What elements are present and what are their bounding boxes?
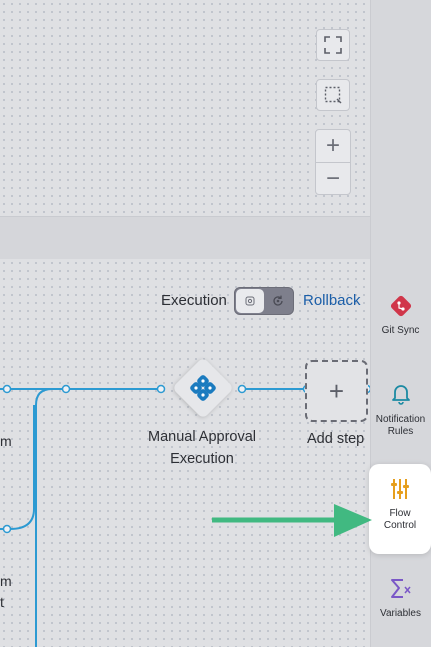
minus-icon: − bbox=[325, 165, 340, 192]
pipeline-canvas-top[interactable] bbox=[0, 0, 370, 216]
rail-item-label: Git Sync bbox=[381, 325, 420, 336]
port-lower bbox=[2, 524, 12, 534]
port-left bbox=[2, 384, 12, 394]
zoom-out-button[interactable]: − bbox=[316, 162, 350, 195]
port-approval-out bbox=[237, 384, 247, 394]
step-name-line1: Manual Approval bbox=[147, 429, 256, 445]
toggle-knob bbox=[236, 289, 264, 313]
zoom-in-button[interactable]: + bbox=[316, 130, 350, 162]
sliders-icon bbox=[391, 479, 409, 499]
plus-icon: + bbox=[328, 376, 345, 406]
bell-icon bbox=[391, 385, 410, 405]
rail-item-flow-control[interactable]: Flow Control bbox=[369, 464, 431, 554]
fullscreen-icon bbox=[324, 36, 342, 54]
select-area-button[interactable] bbox=[316, 79, 350, 111]
add-step-button[interactable]: + bbox=[305, 360, 368, 422]
port-approval-in bbox=[156, 384, 166, 394]
port-branch bbox=[61, 384, 71, 394]
step-name-line2: Execution bbox=[170, 451, 234, 467]
pointer-arrow bbox=[212, 504, 372, 537]
rail-item-label: Control bbox=[383, 520, 417, 531]
cut-off-label: t bbox=[0, 594, 4, 610]
cut-off-label: m bbox=[0, 433, 12, 449]
add-step-label: Add step bbox=[307, 431, 365, 447]
rail-item-notification-rules[interactable]: Notification Rules bbox=[370, 382, 431, 438]
panel-divider[interactable] bbox=[0, 216, 370, 259]
rail-item-label: Notification bbox=[375, 414, 426, 425]
connector-lower bbox=[0, 405, 35, 530]
manual-approval-step[interactable] bbox=[171, 356, 235, 420]
git-sync-icon bbox=[390, 295, 411, 317]
cut-off-label: m bbox=[0, 573, 12, 589]
pipeline-canvas-bottom[interactable] bbox=[0, 259, 370, 647]
rail-item-label: Rules bbox=[387, 426, 414, 437]
connector-branch bbox=[35, 388, 66, 647]
rail-item-git-sync[interactable]: Git Sync bbox=[370, 295, 431, 337]
approval-icon bbox=[190, 375, 216, 401]
execution-label: Execution bbox=[161, 292, 227, 309]
rollback-link[interactable]: Rollback bbox=[303, 292, 361, 309]
rail-item-label: Flow bbox=[389, 508, 411, 519]
rail-item-label: Variables bbox=[380, 608, 421, 619]
rollback-icon bbox=[273, 295, 283, 306]
sigma-icon bbox=[390, 579, 411, 598]
fit-to-screen-button[interactable] bbox=[316, 29, 350, 61]
plus-icon: + bbox=[325, 132, 340, 159]
marquee-select-icon bbox=[324, 86, 342, 104]
execution-rollback-toggle[interactable] bbox=[234, 287, 294, 315]
execution-icon bbox=[245, 296, 255, 306]
zoom-controls: + − bbox=[315, 129, 351, 195]
manual-approval-label: Manual Approval Execution bbox=[140, 426, 264, 470]
rail-item-variables[interactable]: Variables bbox=[370, 578, 431, 620]
